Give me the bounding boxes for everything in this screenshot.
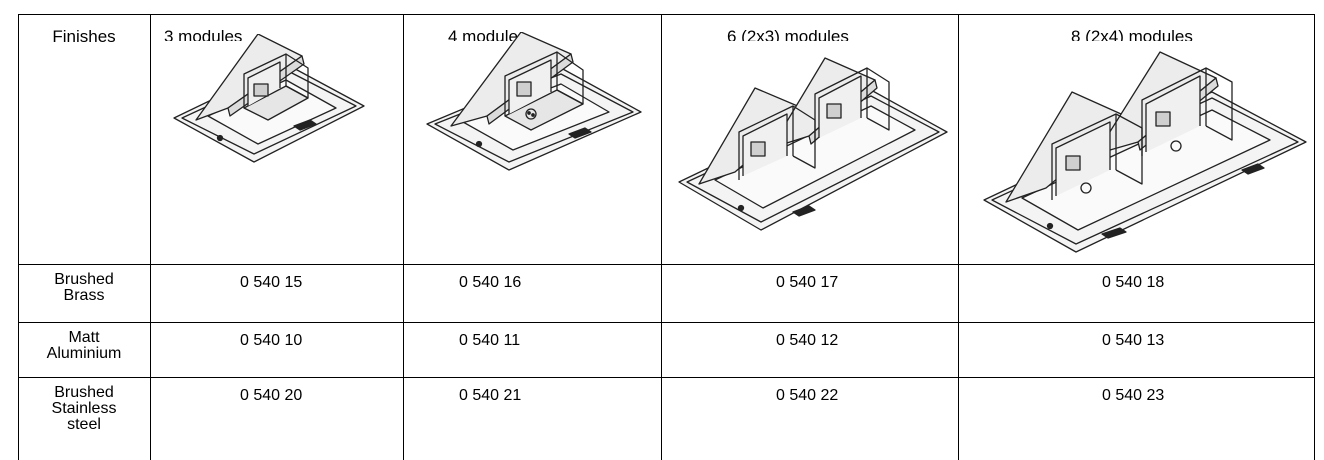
product-code: 0 540 16 [459, 274, 522, 291]
column-header: 3 modules [164, 28, 243, 41]
finish-label: Matt Aluminium [18, 330, 150, 362]
table-cell: 0 540 16 [403, 264, 661, 322]
table-border-left [18, 14, 19, 460]
column-divider [150, 14, 151, 460]
table-border-top [18, 14, 1315, 15]
table-cell: 0 540 20 [150, 377, 403, 460]
header-cell-6-modules: 6 (2x3) modules [661, 14, 958, 264]
table-border-right [1314, 14, 1315, 460]
product-code: 0 540 17 [776, 274, 839, 291]
column-divider [661, 14, 662, 460]
column-header-finishes: Finishes [52, 27, 116, 46]
row-divider [18, 377, 1315, 378]
product-code: 0 540 23 [1102, 387, 1165, 404]
row-divider [18, 322, 1315, 323]
finish-label-line: Stainless [51, 400, 117, 417]
product-code: 0 540 12 [776, 332, 839, 349]
column-divider [958, 14, 959, 460]
product-code: 0 540 13 [1102, 332, 1165, 349]
finish-label-line: Matt [68, 329, 100, 346]
column-header: 8 (2x4) modules [1071, 28, 1193, 41]
finish-label-line: steel [67, 416, 101, 433]
table-cell: 0 540 17 [661, 264, 958, 322]
column-header: 4 modules [448, 28, 527, 41]
table-cell: 0 540 12 [661, 322, 958, 377]
finish-label-line: Brass [63, 287, 105, 304]
table-cell: 0 540 23 [958, 377, 1315, 460]
table-row-finish-cell: Brushed Stainless steel [18, 377, 150, 460]
table-cell: 0 540 18 [958, 264, 1315, 322]
floor-box-3-modules-icon [168, 34, 368, 164]
header-cell-3-modules: 3 modules [150, 14, 403, 264]
floor-box-4-modules-icon [421, 32, 646, 172]
product-code: 0 540 10 [240, 332, 303, 349]
floor-box-8-modules-icon [980, 34, 1310, 262]
product-code: 0 540 20 [240, 387, 303, 404]
table-cell: 0 540 15 [150, 264, 403, 322]
header-cell-8-modules: 8 (2x4) modules [958, 14, 1315, 264]
product-code: 0 540 21 [459, 387, 522, 404]
table-row-finish-cell: Matt Aluminium [18, 322, 150, 377]
table-cell: 0 540 22 [661, 377, 958, 460]
product-code: 0 540 18 [1102, 274, 1165, 291]
header-cell-4-modules: 4 modules [403, 14, 661, 264]
product-code: 0 540 11 [459, 332, 521, 349]
table-cell: 0 540 11 [403, 322, 661, 377]
column-divider [403, 14, 404, 460]
finish-label-line: Brushed [54, 384, 114, 401]
table-cell: 0 540 10 [150, 322, 403, 377]
table-cell: 0 540 21 [403, 377, 661, 460]
finish-label-line: Aluminium [46, 345, 122, 362]
column-header: 6 (2x3) modules [727, 28, 849, 41]
product-table: Finishes 3 modules [18, 14, 1315, 460]
table-cell: 0 540 13 [958, 322, 1315, 377]
product-code: 0 540 22 [776, 387, 839, 404]
floor-box-6-modules-icon [675, 32, 950, 260]
finish-label-line: Brushed [54, 271, 114, 288]
finish-label: Brushed Brass [18, 272, 150, 304]
product-code: 0 540 15 [240, 274, 303, 291]
finish-label: Brushed Stainless steel [18, 385, 150, 433]
header-cell-finishes: Finishes [18, 14, 150, 264]
row-divider [18, 264, 1315, 265]
table-row-finish-cell: Brushed Brass [18, 264, 150, 322]
